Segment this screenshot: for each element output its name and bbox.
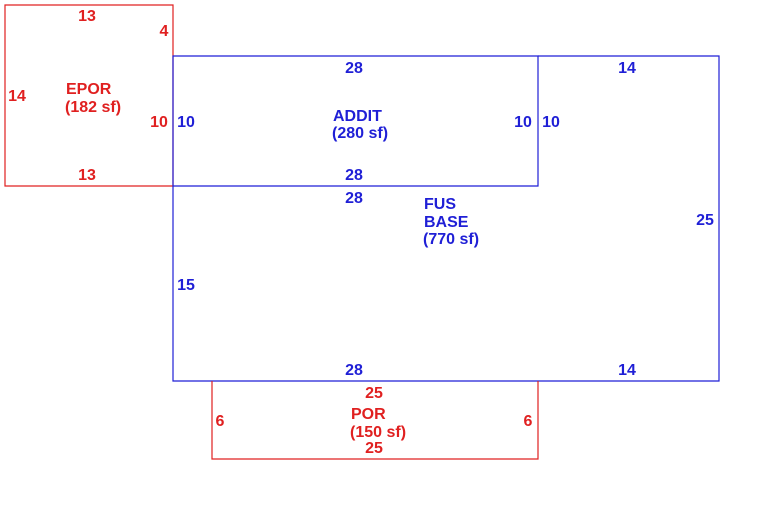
fus-base-area: (770 sf) [423, 231, 479, 248]
fus-base-label-line1: FUS [424, 196, 456, 213]
addit-outline [172, 55, 539, 187]
por-label: POR [351, 406, 386, 423]
por-area: (150 sf) [350, 424, 406, 441]
epor-dim-left: 14 [8, 88, 26, 105]
epor-label: EPOR [66, 81, 112, 98]
epor-dim-bottom: 13 [78, 167, 96, 184]
fus-base-dim-top-right: 14 [618, 60, 636, 77]
addit-dim-top: 28 [345, 60, 363, 77]
addit-dim-left: 10 [177, 114, 195, 131]
epor-area: (182 sf) [65, 99, 121, 116]
fus-base-dim-right-inner: 10 [542, 114, 560, 131]
addit-area: (280 sf) [332, 125, 388, 142]
epor-dim-top: 13 [78, 8, 96, 25]
fus-base-dim-right: 25 [696, 212, 714, 229]
fus-base-dim-left: 15 [177, 277, 195, 294]
por-dim-left: 6 [216, 413, 225, 430]
por-dim-bottom: 25 [365, 440, 383, 457]
fus-base-outline [172, 55, 720, 382]
addit-dim-right: 10 [514, 114, 532, 131]
por-dim-right: 6 [524, 413, 533, 430]
fus-base-dim-top-left: 28 [345, 190, 363, 207]
fus-base-dim-bottom-right: 14 [618, 362, 636, 379]
addit-dim-bottom: 28 [345, 167, 363, 184]
fus-base-label-line2: BASE [424, 214, 469, 231]
fus-base-dim-bottom-left: 28 [345, 362, 363, 379]
epor-dim-right-upper: 4 [160, 23, 169, 40]
por-dim-top: 25 [365, 385, 383, 402]
addit-label: ADDIT [333, 108, 382, 125]
epor-dim-right: 10 [150, 114, 168, 131]
por-outline [211, 381, 539, 460]
